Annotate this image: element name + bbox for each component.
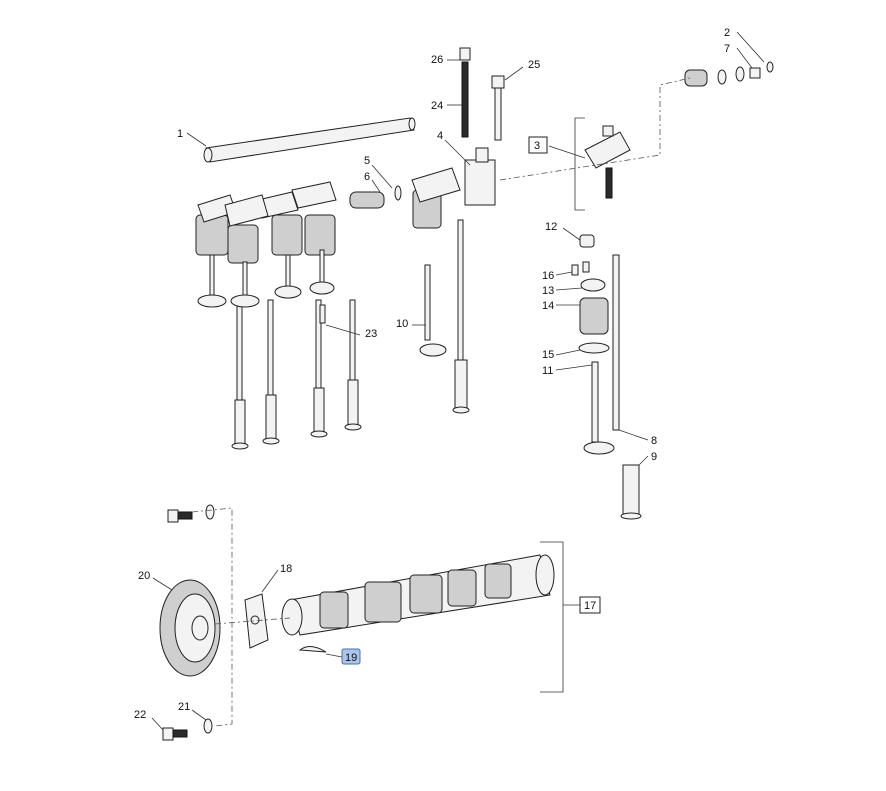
callout-2[interactable]: 2 xyxy=(724,27,730,39)
callout-7[interactable]: 7 xyxy=(724,43,730,55)
svg-text:17: 17 xyxy=(584,600,596,612)
callout-6[interactable]: 6 xyxy=(364,171,370,183)
woodruff-key xyxy=(298,646,343,658)
svg-text:4: 4 xyxy=(437,130,443,142)
assembly-line-axis xyxy=(214,617,291,625)
thrust-plate xyxy=(244,569,279,649)
svg-text:5: 5 xyxy=(364,155,370,167)
svg-text:24: 24 xyxy=(431,100,443,112)
callout-19[interactable]: 19 xyxy=(341,648,361,665)
gear-bolts xyxy=(151,504,215,741)
callout-12[interactable]: 12 xyxy=(545,221,557,233)
svg-text:11: 11 xyxy=(542,365,553,377)
svg-text:9: 9 xyxy=(651,451,657,463)
callout-18[interactable]: 18 xyxy=(280,563,292,575)
rocker-shaft xyxy=(203,117,416,163)
svg-text:12: 12 xyxy=(545,221,557,233)
svg-text:7: 7 xyxy=(724,43,730,55)
svg-text:10: 10 xyxy=(396,318,408,330)
callout-24[interactable]: 24 xyxy=(431,100,443,112)
svg-text:2: 2 xyxy=(724,27,730,39)
callout-5[interactable]: 5 xyxy=(364,155,370,167)
callout-11[interactable]: 11 xyxy=(542,365,553,377)
svg-text:21: 21 xyxy=(178,701,190,713)
svg-text:13: 13 xyxy=(542,285,554,297)
callout-20[interactable]: 20 xyxy=(138,570,150,582)
svg-text:8: 8 xyxy=(651,435,657,447)
svg-text:16: 16 xyxy=(542,270,554,282)
spring-and-clip xyxy=(349,164,402,209)
callout-15[interactable]: 15 xyxy=(542,349,554,361)
callout-23[interactable]: 23 xyxy=(365,328,377,340)
svg-text:18: 18 xyxy=(280,563,292,575)
svg-text:3: 3 xyxy=(534,140,540,152)
svg-text:25: 25 xyxy=(528,59,540,71)
svg-text:15: 15 xyxy=(542,349,554,361)
svg-text:26: 26 xyxy=(431,54,443,66)
svg-text:23: 23 xyxy=(365,328,377,340)
svg-text:1: 1 xyxy=(177,128,183,140)
rocker-arm-right xyxy=(548,31,774,211)
callout-3[interactable]: 3 xyxy=(528,136,548,154)
callout-9[interactable]: 9 xyxy=(651,451,657,463)
callout-21[interactable]: 21 xyxy=(178,701,190,713)
center-rocker-valve xyxy=(411,167,470,414)
camshaft xyxy=(281,541,580,693)
callout-10[interactable]: 10 xyxy=(396,318,408,330)
pushrods-left xyxy=(231,299,362,450)
rocker-support xyxy=(444,47,524,206)
callout-22[interactable]: 22 xyxy=(134,709,146,721)
svg-text:20: 20 xyxy=(138,570,150,582)
callout-13[interactable]: 13 xyxy=(542,285,554,297)
callout-14[interactable]: 14 xyxy=(542,300,554,312)
cam-gear xyxy=(152,577,221,677)
svg-text:6: 6 xyxy=(364,171,370,183)
callout-16[interactable]: 16 xyxy=(542,270,554,282)
svg-text:14: 14 xyxy=(542,300,554,312)
callout-26[interactable]: 26 xyxy=(431,54,443,66)
callout-25[interactable]: 25 xyxy=(528,59,540,71)
valve-stack-right xyxy=(555,227,649,520)
svg-text:19: 19 xyxy=(345,652,357,664)
svg-text:22: 22 xyxy=(134,709,146,721)
rocker-assemblies-left xyxy=(195,181,361,336)
callout-8[interactable]: 8 xyxy=(651,435,657,447)
callout-4[interactable]: 4 xyxy=(437,130,443,142)
callout-1[interactable]: 1 xyxy=(177,128,183,140)
callout-17[interactable]: 17 xyxy=(579,596,601,614)
assembly-line-upper xyxy=(499,77,691,181)
leader-1 xyxy=(186,132,207,147)
